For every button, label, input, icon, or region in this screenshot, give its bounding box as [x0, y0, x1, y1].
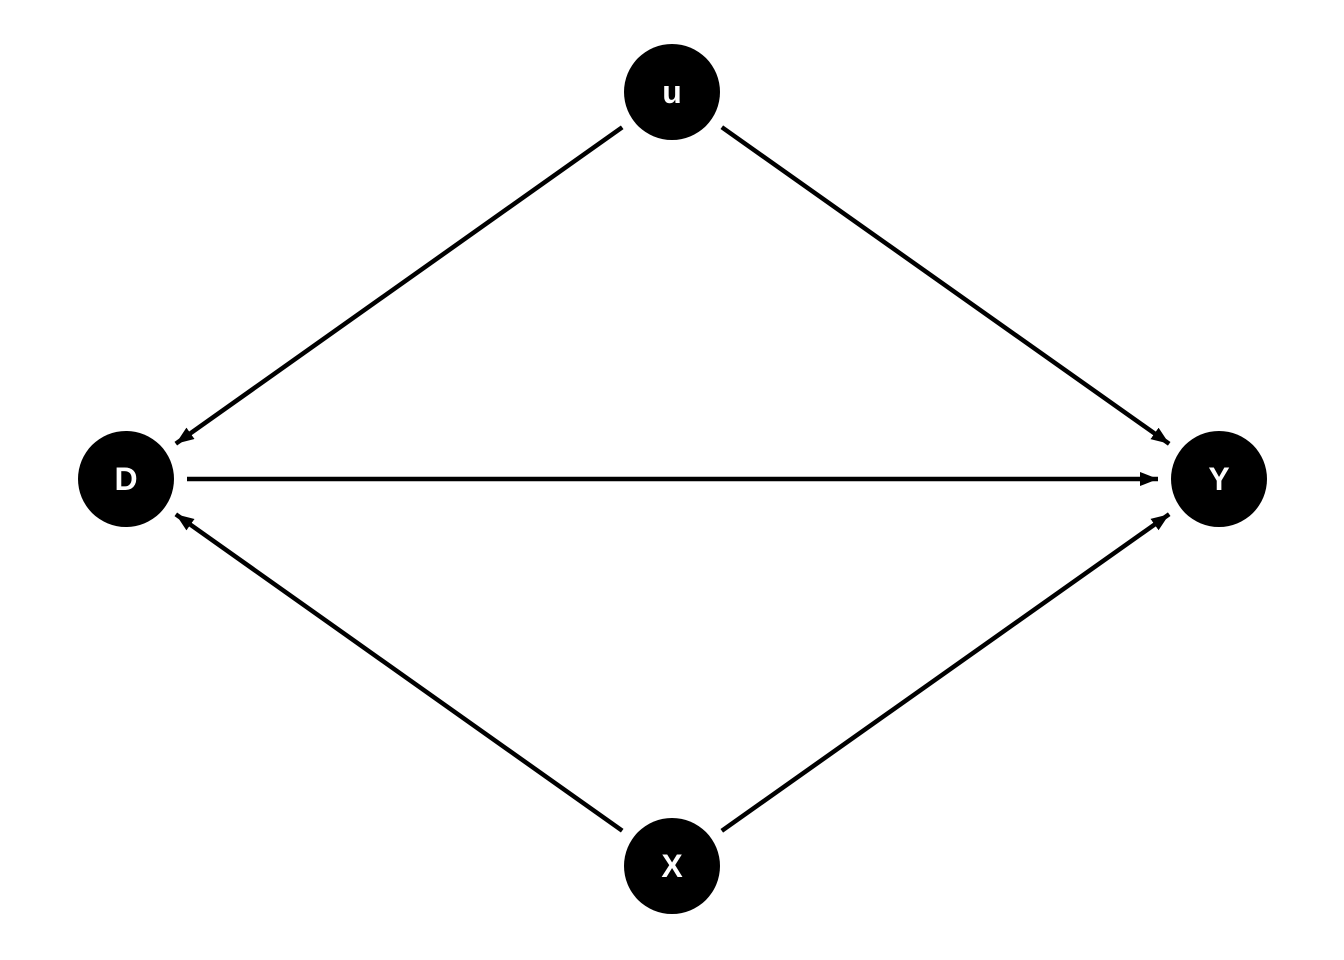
- edge-X-to-D: [174, 512, 624, 833]
- edge-u-to-Y: [720, 125, 1171, 446]
- node-label-X: X: [661, 848, 683, 884]
- node-label-Y: Y: [1208, 461, 1229, 497]
- node-circle-D: [78, 431, 174, 527]
- node-label-u: u: [662, 74, 682, 110]
- edge-u-to-D: [174, 125, 624, 446]
- node-circle-u: [624, 44, 720, 140]
- node-label-D: D: [114, 461, 137, 497]
- node-circle-X: [624, 818, 720, 914]
- node-circle-Y: [1171, 431, 1267, 527]
- edge-X-to-Y: [720, 512, 1171, 833]
- node-Y: Y: [1171, 431, 1267, 527]
- node-u: u: [624, 44, 720, 140]
- node-D: D: [78, 431, 174, 527]
- node-X: X: [624, 818, 720, 914]
